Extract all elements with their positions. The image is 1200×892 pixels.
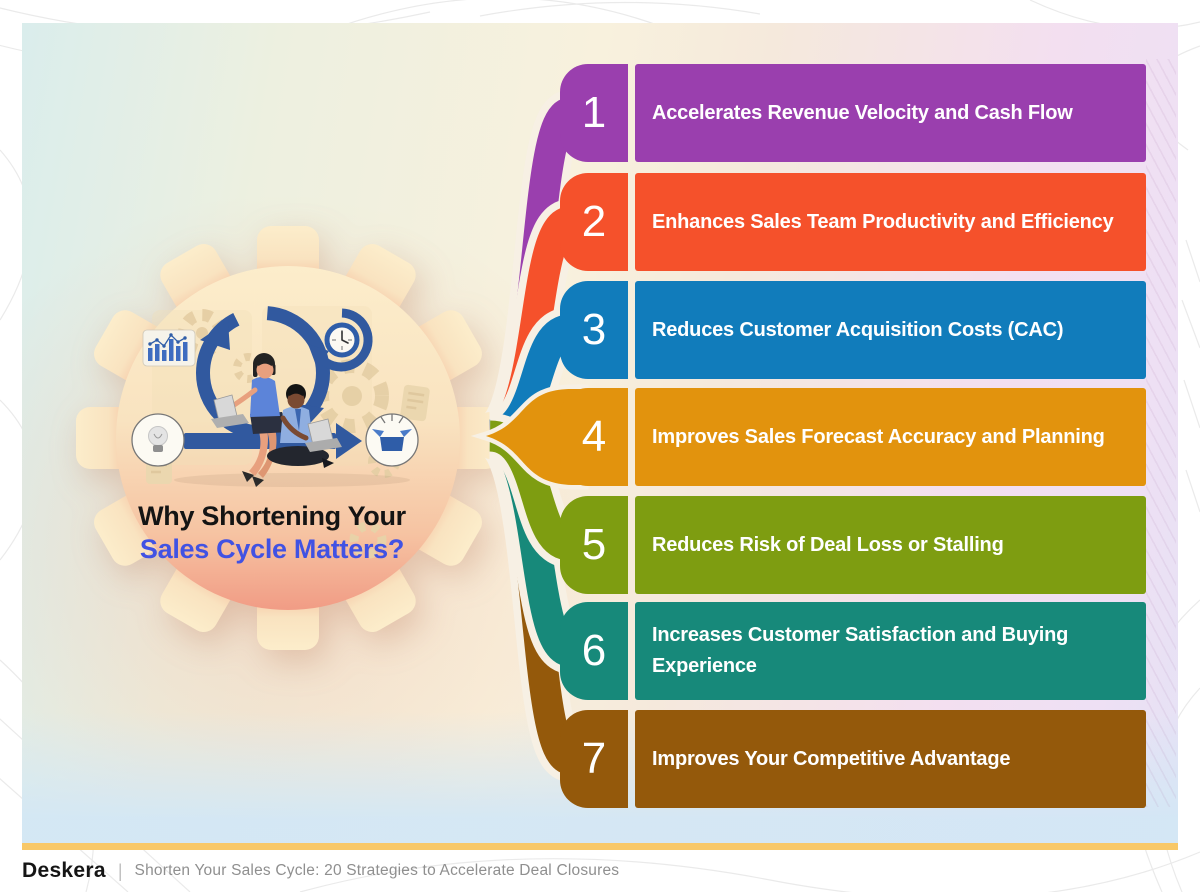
item-number: 6 (581, 626, 607, 675)
connector-ribbons (470, 90, 589, 782)
item-number-tab: 3 (560, 281, 628, 379)
woman-with-laptop (211, 353, 289, 487)
brand-logo: Deskera (22, 859, 106, 882)
item-label: Enhances Sales Team Productivity and Eff… (652, 210, 1114, 233)
item-row-6: 6 Increases Customer Satisfaction and Bu… (22, 602, 1178, 700)
item-row-7: 7 Improves Your Competitive Advantage (22, 710, 1178, 808)
item-row-5: 5 Reduces Risk of Deal Loss or Stalling (22, 496, 1178, 594)
item-row-3: 3 Reduces Customer Acquisition Costs (CA… (22, 281, 1178, 379)
item-number: 1 (581, 88, 607, 137)
item-number: 4 (581, 412, 607, 461)
item-number-tab: 2 (560, 173, 628, 271)
item-label: Increases Customer Satisfaction and Buyi… (652, 624, 1069, 677)
item-row-2: 2 Enhances Sales Team Productivity and E… (22, 173, 1178, 271)
clock-icon (308, 308, 373, 372)
item-label: Improves Your Competitive Advantage (652, 747, 1011, 770)
item-label-bar: Improves Your Competitive Advantage (635, 710, 1146, 808)
footer-tagline: Shorten Your Sales Cycle: 20 Strategies … (134, 862, 620, 879)
man-with-laptop (267, 384, 342, 468)
item-number: 7 (581, 734, 607, 783)
item-number-tab: 4 (560, 388, 628, 486)
item-label: Reduces Risk of Deal Loss or Stalling (652, 533, 1004, 556)
item-label-bar: Reduces Customer Acquisition Costs (CAC) (635, 281, 1146, 379)
item-label-bar: Reduces Risk of Deal Loss or Stalling (635, 496, 1146, 594)
title-line-2-accent: Sales Cycle Matters? (139, 533, 405, 564)
item-label-bar: Accelerates Revenue Velocity and Cash Fl… (635, 64, 1146, 162)
item-number: 3 (581, 305, 607, 354)
title-line-1: Why Shortening Your (138, 501, 406, 531)
item-row-4: 4 Improves Sales Forecast Accuracy and P… (22, 388, 1178, 486)
item-number: 2 (581, 197, 607, 246)
ground-shadow (174, 473, 410, 487)
item-label-bar: Enhances Sales Team Productivity and Eff… (635, 173, 1146, 271)
footer-separator: | (117, 860, 123, 881)
infographic-title: Why Shortening Your Sales Cycle Matters? (62, 500, 482, 566)
ribbon-4-funnel (486, 389, 584, 485)
item-label: Accelerates Revenue Velocity and Cash Fl… (652, 101, 1073, 124)
item-number-tab: 5 (560, 496, 628, 594)
item-number-tab: 1 (560, 64, 628, 162)
infographic-card: Why Shortening Your Sales Cycle Matters?… (22, 23, 1178, 850)
item-number-tab: 6 (560, 602, 628, 700)
item-number-tab: 7 (560, 710, 628, 808)
open-box-icon (365, 413, 419, 467)
bar-chart-icon (142, 329, 196, 367)
item-number: 5 (581, 520, 607, 569)
item-label-bar: Improves Sales Forecast Accuracy and Pla… (635, 388, 1146, 486)
item-label: Improves Sales Forecast Accuracy and Pla… (652, 425, 1105, 448)
gear-illustration (76, 226, 500, 650)
light-bulb-icon (131, 413, 185, 467)
item-label-bar: Increases Customer Satisfaction and Buyi… (635, 602, 1146, 700)
footer: Deskera | Shorten Your Sales Cycle: 20 S… (22, 856, 619, 886)
item-label: Reduces Customer Acquisition Costs (CAC) (652, 318, 1064, 341)
item-row-1: 1 Accelerates Revenue Velocity and Cash … (22, 64, 1178, 162)
